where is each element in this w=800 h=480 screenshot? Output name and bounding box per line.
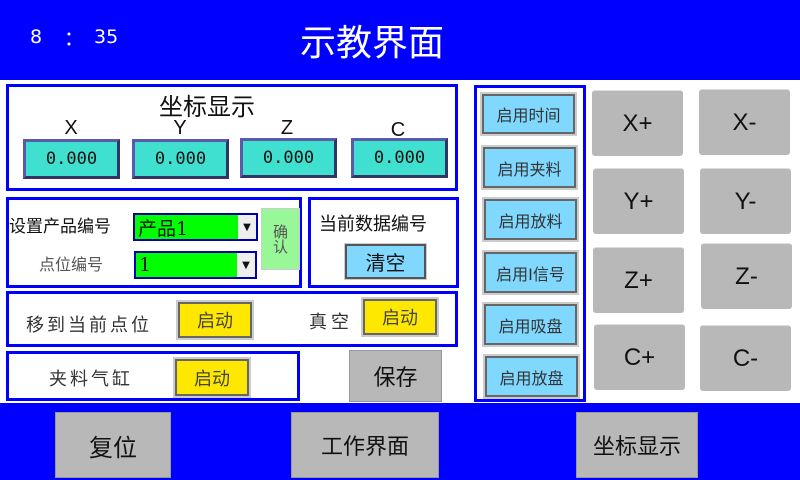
save-button[interactable]: 保存 [349,350,442,402]
clear-button[interactable]: 清空 [345,244,426,279]
product-select-value: 产品1 [138,217,189,240]
coordinate-panel: 坐标显示 X Y Z C 0.000 0.000 0.000 0.000 [6,84,458,191]
jog-y-minus-button[interactable]: Y- [700,168,791,234]
coordinate-screen-button[interactable]: 坐标显示 [576,412,698,478]
clamp-panel: 夹料气缸 启动 [6,351,300,401]
move-panel: 移到当前点位 启动 真空 启动 [6,291,458,347]
enable-clamp-button[interactable]: 启用夹料 [483,147,576,188]
clock-separator: ： [64,26,84,50]
page-title: 示教界面 [300,23,445,64]
clock-hour: 8 [30,26,43,48]
axis-label-x: X [64,117,78,139]
data-number-label: 当前数据编号 [319,214,427,235]
point-select[interactable]: 1▼ [134,251,257,279]
c-value-display: 0.000 [351,138,448,178]
clock-minute: 35 [94,26,119,48]
footer-bar: 复位 工作界面 坐标显示 [0,403,800,480]
jog-z-minus-button[interactable]: Z- [701,243,792,309]
vacuum-start-button[interactable]: 启动 [363,299,437,335]
z-value-display: 0.000 [240,138,337,178]
clamp-start-button[interactable]: 启动 [175,359,249,396]
jog-x-minus-button[interactable]: X- [699,89,790,155]
chevron-down-icon: ▼ [237,253,255,277]
work-screen-button[interactable]: 工作界面 [291,412,439,478]
jog-y-plus-button[interactable]: Y+ [593,168,684,234]
jog-c-minus-button[interactable]: C- [700,325,791,391]
move-start-button[interactable]: 启动 [178,302,252,338]
confirm-button[interactable]: 确认 [261,208,300,270]
jog-x-plus-button[interactable]: X+ [592,90,683,156]
axis-label-z: Z [280,117,294,139]
axis-label-c: C [390,119,406,141]
product-panel: 设置产品编号 产品1▼ 点位编号 1▼ 确认 [6,197,302,288]
enable-panel: 启用时间 启用夹料 启用放料 启用I信号 启用吸盘 启用放盘 [474,85,586,402]
enable-suction-button[interactable]: 启用吸盘 [484,304,577,345]
vacuum-label: 真空 [309,312,353,333]
point-select-value: 1 [139,254,152,276]
enable-i-signal-button[interactable]: 启用I信号 [484,252,577,293]
header-bar: 8 ： 35 示教界面 [0,0,800,80]
x-value-display: 0.000 [23,139,120,179]
jog-z-plus-button[interactable]: Z+ [593,247,684,313]
enable-tray-button[interactable]: 启用放盘 [485,356,578,397]
axis-label-y: Y [173,117,187,139]
product-select[interactable]: 产品1 ▼ [133,213,258,241]
clamp-label: 夹料气缸 [49,369,133,390]
move-label: 移到当前点位 [26,315,152,336]
product-label: 设置产品编号 [9,217,111,237]
point-label: 点位编号 [39,255,104,274]
coordinate-title: 坐标显示 [159,93,255,121]
chevron-down-icon: ▼ [238,215,256,239]
reset-button[interactable]: 复位 [55,412,171,478]
enable-time-button[interactable]: 启用时间 [482,94,575,134]
data-number-panel: 当前数据编号 清空 [308,197,459,288]
y-value-display: 0.000 [132,139,229,179]
enable-release-button[interactable]: 启用放料 [484,199,577,240]
jog-c-plus-button[interactable]: C+ [594,324,685,390]
